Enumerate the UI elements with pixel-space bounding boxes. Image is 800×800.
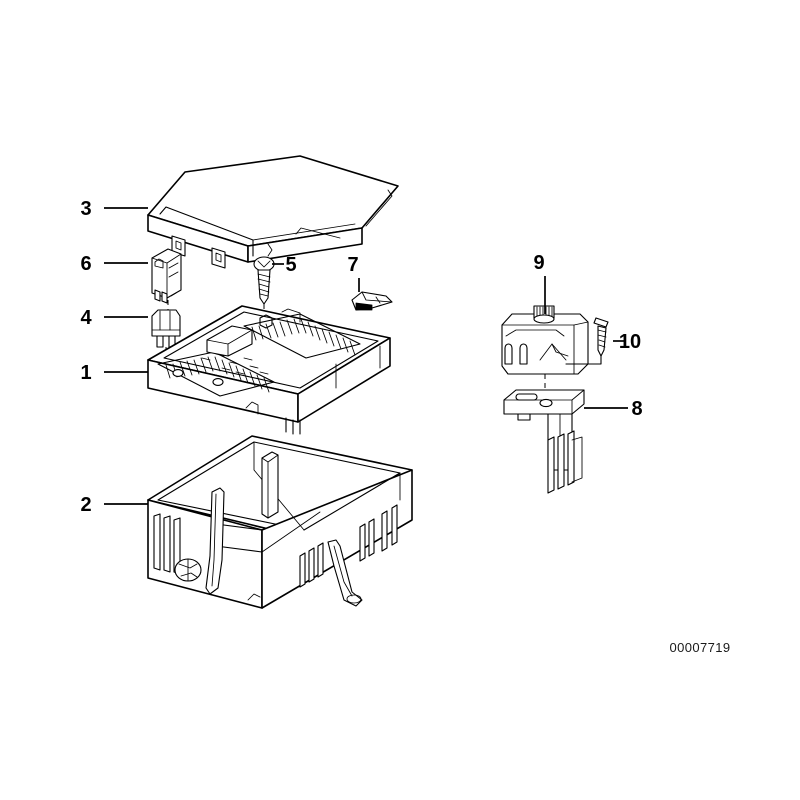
callout-number-9: 9	[533, 252, 544, 274]
callout-fuse-box-top-carrier[interactable]: 1	[80, 362, 148, 384]
part-fuse-box-cover[interactable]	[147, 155, 399, 269]
callout-self-tapping-screw[interactable]: 5	[272, 254, 297, 276]
fuse-slot-row-upper	[251, 318, 356, 356]
callout-mounting-bracket[interactable]: 8	[584, 398, 643, 420]
callout-fuse-box-lower-housing[interactable]: 2	[80, 494, 148, 516]
callout-number-1: 1	[80, 362, 91, 384]
part-retaining-clip[interactable]	[351, 291, 393, 311]
callout-retaining-clip[interactable]: 7	[347, 254, 360, 292]
callout-number-8: 8	[631, 398, 642, 420]
callout-number-6: 6	[80, 253, 91, 275]
callout-number-7: 7	[347, 254, 358, 276]
part-mounting-bracket[interactable]	[503, 389, 585, 494]
callout-layer: 1 2 3 4 5 6 7 8 9 10	[80, 198, 642, 516]
callout-number-2: 2	[80, 494, 91, 516]
callout-number-3: 3	[80, 198, 91, 220]
part-blade-fuse[interactable]	[151, 309, 181, 355]
part-fuse-box-lower-housing[interactable]	[147, 435, 413, 609]
callout-number-4: 4	[80, 307, 92, 329]
part-relay[interactable]	[151, 248, 182, 314]
callout-number-5: 5	[285, 254, 296, 276]
callout-relay[interactable]: 6	[80, 253, 148, 275]
part-fastening-screw[interactable]	[565, 317, 609, 365]
callout-fuse-box-cover[interactable]: 3	[80, 198, 148, 220]
part-relay-module-housing[interactable]	[501, 305, 589, 406]
vent-slots-left	[153, 513, 181, 575]
part-fuse-box-top-carrier[interactable]	[147, 305, 391, 435]
vent-slots-right-b	[359, 504, 398, 562]
terminal-marks	[201, 353, 269, 375]
callout-relay-module-housing[interactable]: 9	[533, 252, 546, 314]
callout-number-10: 10	[619, 331, 641, 353]
callout-blade-fuse[interactable]: 4	[80, 307, 148, 329]
diagram-part-number: 00007719	[669, 640, 730, 655]
callout-fastening-screw[interactable]: 10	[613, 331, 641, 353]
vent-slots-right-a	[299, 542, 324, 588]
